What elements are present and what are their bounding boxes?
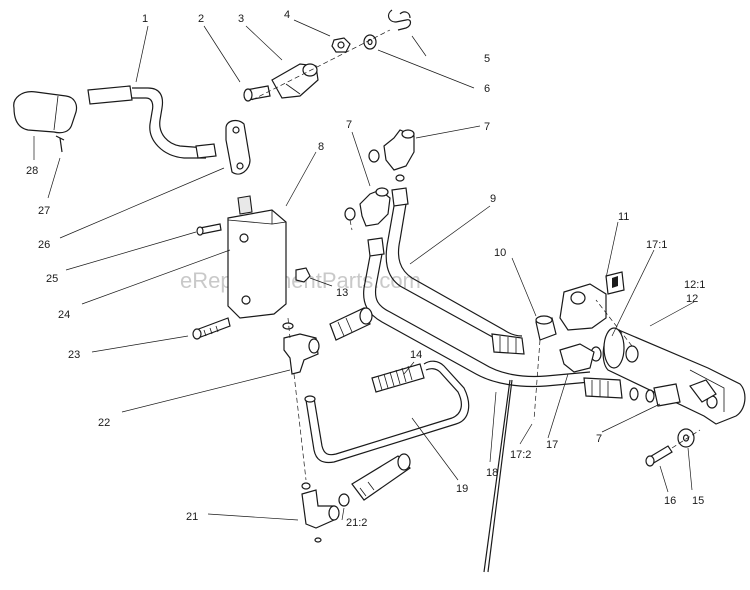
part-2-bolt <box>243 85 271 102</box>
part-26-bracket <box>225 119 251 175</box>
part-6-washer <box>363 34 377 50</box>
callout-7-middle: 7 <box>346 119 352 131</box>
part-23-bolt <box>192 317 231 340</box>
part-22-fitting <box>282 322 320 375</box>
part-21-2-oring <box>338 493 350 507</box>
callout-17: 17 <box>546 439 558 451</box>
part-27-pin <box>55 135 65 153</box>
callout-19: 19 <box>456 483 468 495</box>
callout-6: 6 <box>484 83 490 95</box>
part-14-fitting <box>371 363 425 393</box>
callout-21-2: 21:2 <box>346 517 367 529</box>
part-5-clip <box>387 9 412 31</box>
callout-21: 21 <box>186 511 198 523</box>
part-12-cylinder <box>602 327 746 425</box>
callout-27: 27 <box>38 205 50 217</box>
callout-7-lower: 7 <box>596 433 602 445</box>
part-17-2-rod <box>483 379 511 573</box>
callout-10: 10 <box>494 247 506 259</box>
callout-13: 13 <box>336 287 348 299</box>
callout-18: 18 <box>486 467 498 479</box>
callout-14: 14 <box>410 349 422 361</box>
callout-23: 23 <box>68 349 80 361</box>
callout-2: 2 <box>198 13 204 25</box>
callout-7-top: 7 <box>484 121 490 133</box>
callout-4: 4 <box>284 9 290 21</box>
part-10-adapter <box>535 315 557 341</box>
part-7-elbow-upper <box>368 129 415 171</box>
callout-28: 28 <box>26 165 38 177</box>
callout-15: 15 <box>692 495 704 507</box>
oring-9 <box>395 174 405 182</box>
callout-26: 26 <box>38 239 50 251</box>
callout-12: 12 <box>686 293 698 305</box>
part-1-lever <box>87 85 217 159</box>
callout-17-1: 17:1 <box>646 239 667 251</box>
callout-16: 16 <box>664 495 676 507</box>
part-25-screw <box>196 223 222 236</box>
callout-25: 25 <box>46 273 58 285</box>
callout-9: 9 <box>490 193 496 205</box>
part-18-hose <box>363 237 623 399</box>
part-7-fitting-lower <box>629 383 681 407</box>
part-24-valve-body <box>227 195 287 319</box>
callout-24: 24 <box>58 309 70 321</box>
hose-fitting-upper <box>329 307 373 341</box>
part-9-hose <box>385 187 525 355</box>
part-3-pivot <box>271 63 319 99</box>
leader-lines <box>33 19 695 521</box>
part-28-knob <box>13 91 78 134</box>
callout-3: 3 <box>238 13 244 25</box>
callout-11: 11 <box>618 211 629 223</box>
hose-fitting-lower <box>351 453 411 501</box>
part-4-nut <box>331 37 351 53</box>
callout-12-1: 12:1 <box>684 279 705 291</box>
callout-22: 22 <box>98 417 110 429</box>
callout-8: 8 <box>318 141 324 153</box>
part-16-bolt <box>645 445 673 467</box>
callout-5: 5 <box>484 53 490 65</box>
part-11-clevis <box>559 271 625 331</box>
callouts: 1 2 3 4 5 6 7 7 8 9 10 11 17:1 12:1 12 1… <box>26 9 705 529</box>
part-21-elbow <box>301 482 340 543</box>
part-13-nut <box>295 267 311 283</box>
part-19-tube <box>304 360 470 464</box>
part-17-elbow <box>559 343 602 373</box>
callout-1: 1 <box>142 13 148 25</box>
part-7-elbow-middle <box>344 187 391 227</box>
callout-17-2: 17:2 <box>510 449 531 461</box>
part-15-washer <box>677 428 695 448</box>
